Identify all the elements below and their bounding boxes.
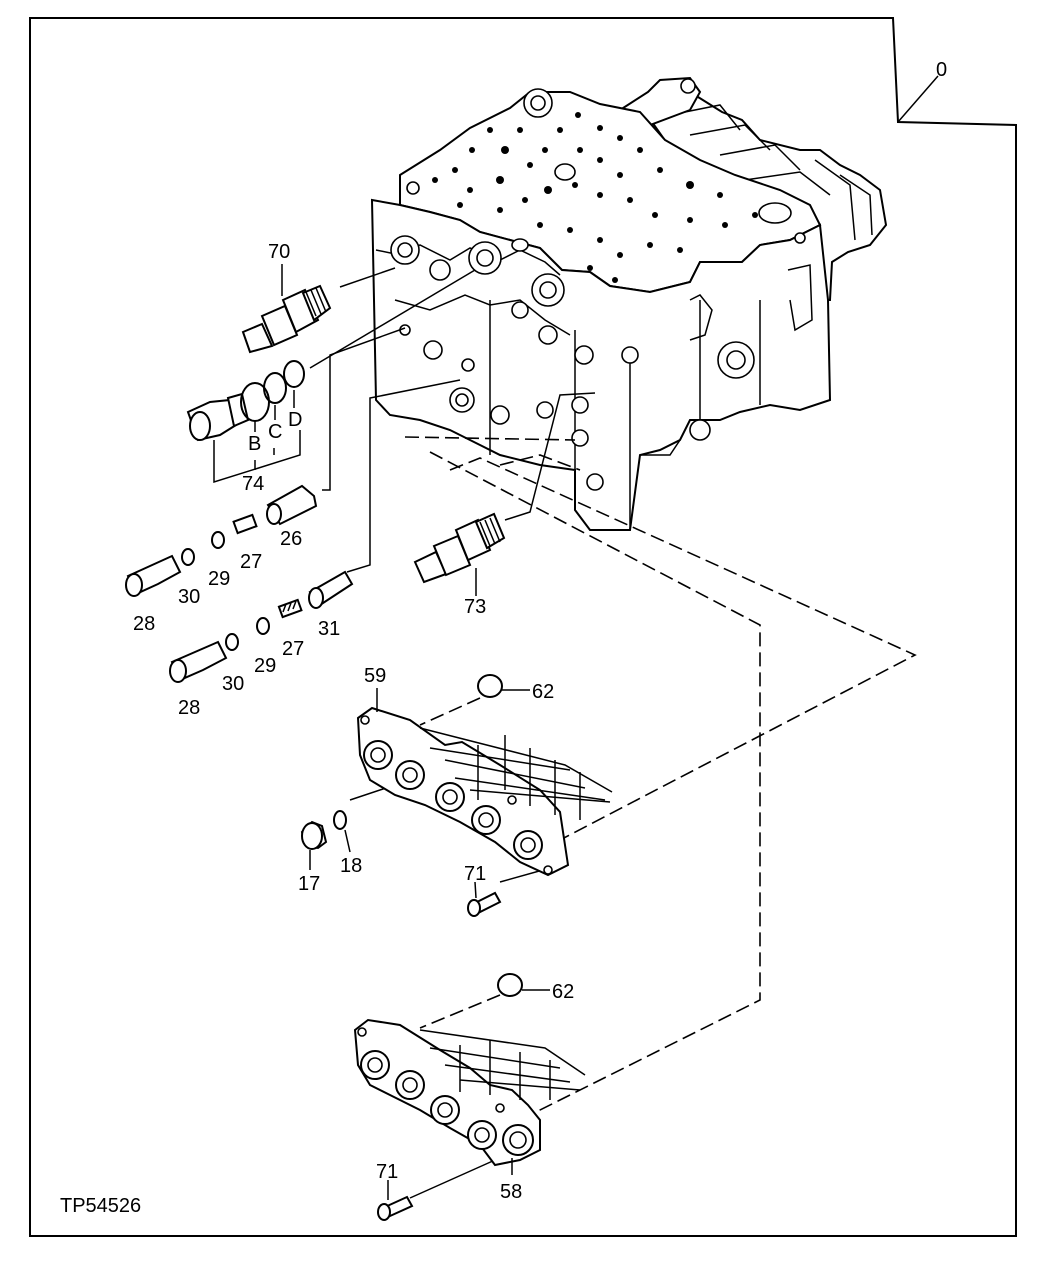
callout-17: 17 — [298, 873, 320, 895]
part-17-plug — [300, 820, 328, 850]
callout-B: B — [248, 433, 261, 455]
part-62-oring-upper — [477, 674, 503, 698]
part-73-relief-valve — [413, 512, 506, 584]
callout-62-lower: 62 — [552, 981, 574, 1003]
part-71-bolt-lower — [377, 1195, 414, 1221]
callout-62-upper: 62 — [532, 681, 554, 703]
part-58-manifold-block — [353, 1018, 586, 1167]
part-29-oring-lower — [256, 617, 270, 635]
callout-26: 26 — [280, 528, 302, 550]
callout-C: C — [268, 421, 282, 443]
callout-30-lower: 30 — [222, 673, 244, 695]
callout-31: 31 — [318, 618, 340, 640]
control-valve-body — [370, 76, 888, 531]
callout-74: 74 — [242, 473, 264, 495]
callout-70: 70 — [268, 241, 290, 263]
part-71-bolt-upper — [467, 891, 502, 917]
oring-62-lower-dash — [419, 994, 501, 1029]
part-27-spring-lower — [277, 598, 303, 619]
callout-73: 73 — [464, 596, 486, 618]
callout-18: 18 — [340, 855, 362, 877]
part-28-plug-lower — [169, 640, 228, 683]
top-plate-holes — [432, 112, 758, 283]
callout-58: 58 — [500, 1181, 522, 1203]
callout-18-leader — [344, 829, 351, 853]
callout-27-upper: 27 — [240, 551, 262, 573]
callout-29-lower: 29 — [254, 655, 276, 677]
part-28-plug-upper — [125, 554, 182, 597]
callout-28-upper: 28 — [133, 613, 155, 635]
part-18-oring — [333, 810, 347, 830]
callout-71-lower: 71 — [376, 1161, 398, 1183]
corner-ref-leader — [897, 75, 939, 123]
part-70-relief-valve — [241, 284, 332, 354]
part-62-oring-lower — [497, 973, 523, 997]
dashed-assembly-lines — [404, 436, 917, 1121]
figure-id: TP54526 — [60, 1195, 141, 1217]
callout-30-upper: 30 — [178, 586, 200, 608]
part-74-plug-with-orings — [186, 360, 305, 442]
part-30-oring-upper — [181, 548, 195, 566]
part-59-manifold-block — [356, 706, 613, 877]
callout-29-upper: 29 — [208, 568, 230, 590]
callout-74-bracket — [213, 390, 301, 484]
callout-71-upper: 71 — [464, 863, 486, 885]
part-31-spool — [308, 570, 354, 609]
callout-71-upper-leader — [474, 881, 477, 899]
part-26-spool — [266, 484, 318, 526]
part-29-oring-upper — [211, 531, 225, 549]
frame-border — [29, 17, 1017, 1237]
part-27-spring-upper — [232, 513, 258, 535]
callout-27-lower: 27 — [282, 638, 304, 660]
leader-lines — [309, 267, 596, 1199]
callout-59: 59 — [364, 665, 386, 687]
corner-ref-label: 0 — [936, 59, 947, 81]
oring-62-upper-dash — [419, 697, 481, 726]
callout-28-lower: 28 — [178, 697, 200, 719]
callout-D: D — [288, 409, 302, 431]
part-30-oring-lower — [225, 633, 239, 651]
